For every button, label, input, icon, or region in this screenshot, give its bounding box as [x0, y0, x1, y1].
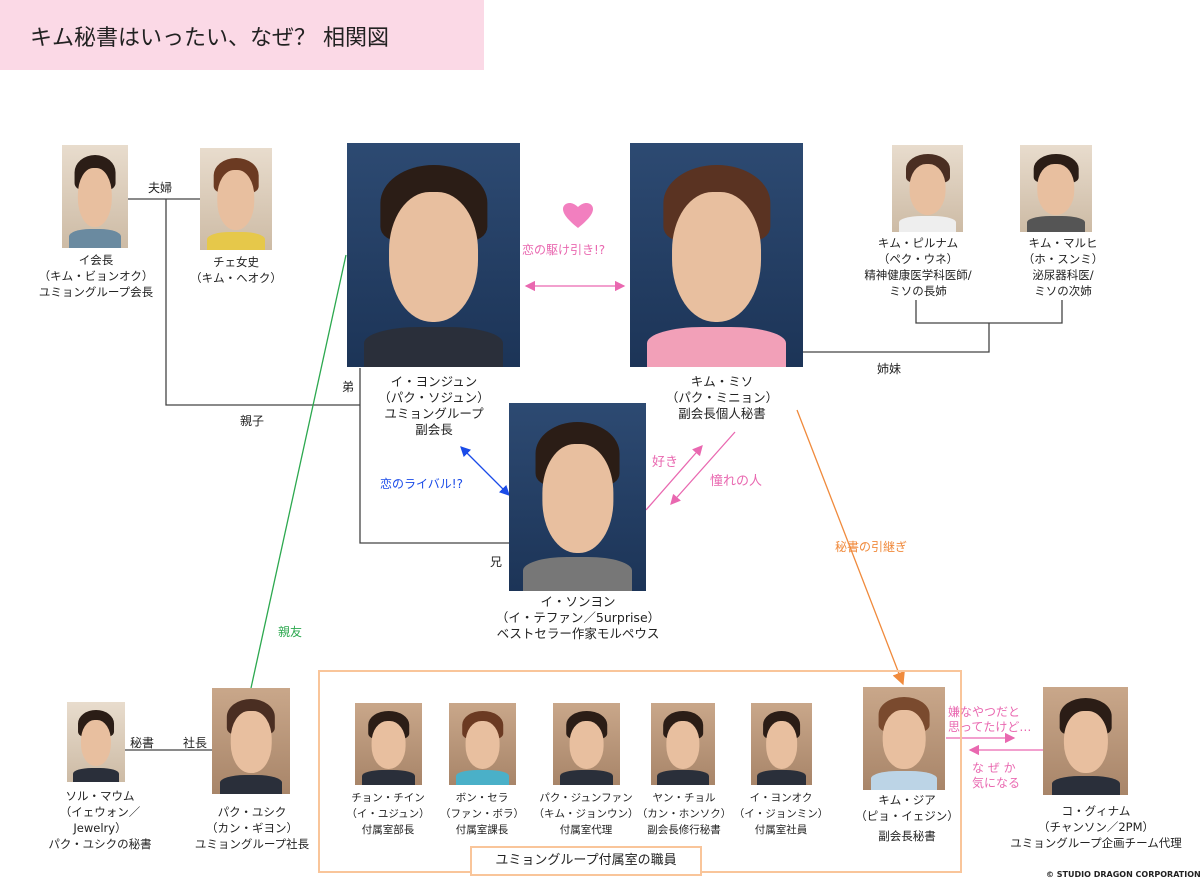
- love-rival-label: 恋のライバル!?: [380, 477, 463, 491]
- handover-arrow: [796, 409, 905, 686]
- best-friend-line: [250, 254, 347, 689]
- label-youngok: イ・ヨンオク（イ・ジョンミン）付属室社員: [733, 792, 829, 836]
- photo-junhwan: [553, 703, 620, 785]
- label-jia: キム・ジア（ピョ・イェジン）副会長秘書: [855, 793, 959, 843]
- president-label: 社長: [183, 736, 208, 750]
- admired-label: 憧れの人: [710, 474, 763, 489]
- admired-arrow: [670, 431, 736, 505]
- staff-group-caption: ユミョングループ付属室の職員: [470, 846, 702, 876]
- photo-chairman: [62, 145, 128, 248]
- label-malhee: キム・マルヒ（ホ・スンミ）泌尿器科医/ミソの次姉: [1022, 236, 1104, 298]
- photo-yoosik: [212, 688, 290, 794]
- label-chairman: イ会長（キム・ビョンオク）ユミョングループ会長: [38, 253, 154, 299]
- photo-youngjun: [347, 143, 520, 367]
- label-miso: キム・ミソ（パク・ミニョン）副会長個人秘書: [665, 374, 779, 421]
- sisters-label: 姉妹: [877, 362, 902, 376]
- label-junhwan: パク・ジュンファン（キム・ジョンウン）付属室代理: [533, 792, 639, 836]
- photo-gwinam: [1043, 687, 1128, 795]
- label-gwinam: コ・グィナム（チャンソン／2PM）ユミョングループ企画チーム代理: [1010, 804, 1182, 850]
- label-jungchiin: チョン・チイン（イ・ユジュン）付属室部長: [346, 792, 430, 836]
- parent-line: [165, 199, 360, 406]
- likes-arrow: [645, 445, 703, 511]
- jia-to-gwinam-label: 嫌なやつだと思ってたけど…: [948, 705, 1032, 734]
- love-game-label: 恋の駆け引き!?: [522, 243, 606, 257]
- photo-solmaum: [67, 702, 125, 782]
- photo-sungyeon: [509, 403, 646, 591]
- label-yoosik: パク・ユシク（カン・ギヨン）ユミョングループ社長: [194, 805, 310, 851]
- photo-pilnam: [892, 145, 963, 232]
- photo-jungchiin: [355, 703, 422, 785]
- title-banner: [0, 0, 484, 70]
- photo-youngok: [751, 703, 812, 785]
- handover-label: 秘書の引継ぎ: [835, 540, 908, 554]
- gwinam-to-jia-label: な ぜ か気になる: [972, 761, 1021, 790]
- photo-jia: [863, 687, 945, 790]
- secretary-label: 秘書: [130, 736, 155, 750]
- photo-bongsera: [449, 703, 516, 785]
- label-solmaum: ソル・マウム（イェウォン／Jewelry）パク・ユシクの秘書: [48, 789, 152, 851]
- younger-brother-label: 弟: [342, 380, 355, 394]
- copyright-notice: © STUDIO DRAGON CORPORATION: [1046, 870, 1200, 879]
- photo-mrs-choi: [200, 148, 272, 250]
- parent-child-label: 親子: [240, 414, 265, 428]
- older-brother-label: 兄: [490, 555, 503, 569]
- likes-label: 好き: [652, 455, 679, 470]
- label-bongsera: ボン・セラ（ファン・ボラ）付属室課長: [440, 792, 524, 836]
- best-friend-label: 親友: [278, 625, 303, 639]
- photo-miso: [630, 143, 803, 367]
- label-mrs-choi: チェ女史（キム・ヘオク）: [190, 255, 282, 285]
- brothers-line: [359, 368, 515, 544]
- label-sungyeon: イ・ソンヨン（イ・テファン／5urprise）ベストセラー作家モルペウス: [495, 594, 661, 641]
- label-yangcheol: ヤン・チョル（カン・ホンソク）副会長修行秘書: [636, 792, 732, 836]
- sisters-bracket: [803, 300, 1063, 353]
- love-rival-arrow: [460, 446, 510, 496]
- label-youngjun: イ・ヨンジュン（パク・ソジュン）ユミョングループ副会長: [378, 374, 490, 437]
- label-pilnam: キム・ピルナム（ペク・ウネ）精神健康医学科医師/ミソの長姉: [864, 236, 972, 298]
- page-title: キム秘書はいったい、なぜ？ 相関図: [30, 26, 389, 51]
- photo-yangcheol: [651, 703, 715, 785]
- heart-icon: [563, 202, 593, 228]
- couple-label: 夫婦: [148, 181, 173, 195]
- photo-malhee: [1020, 145, 1092, 232]
